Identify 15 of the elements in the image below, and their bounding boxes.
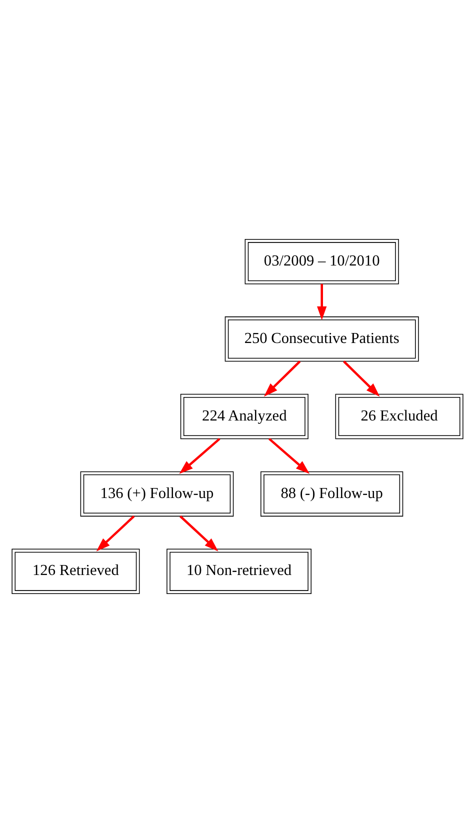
node-box: 136 (+) Follow-up (80, 471, 234, 517)
arrow (263, 360, 300, 397)
arrow (178, 438, 220, 474)
node-box: 88 (-) Follow-up (260, 471, 403, 517)
arrow (268, 438, 310, 474)
arrow (179, 515, 218, 552)
node-box: 26 Excluded (334, 394, 463, 440)
arrow (342, 360, 380, 397)
node-box: 03/2009 – 10/2010 (244, 239, 398, 284)
node-box: 10 Non-retrieved (166, 548, 311, 594)
node-box: 224 Analyzed (180, 394, 308, 440)
arrow (96, 515, 134, 552)
node-box: 126 Retrieved (11, 548, 140, 594)
arrow (316, 284, 326, 320)
node-box: 250 Consecutive Patients (224, 316, 418, 362)
